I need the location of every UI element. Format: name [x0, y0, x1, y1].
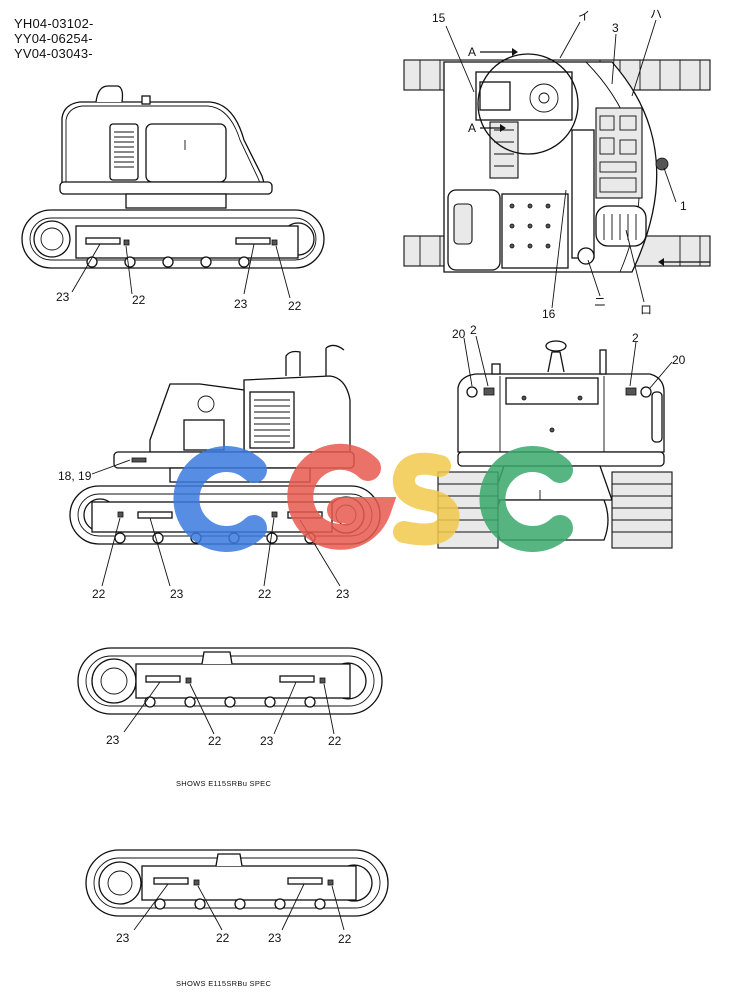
decal-23	[85, 237, 121, 245]
decal-2	[483, 387, 495, 396]
callout-label: 18, 19	[58, 469, 92, 483]
serial-code-block: YH04-03102- YY04-06254- YV04-03043-	[14, 16, 94, 61]
callout-label: 22	[328, 734, 342, 748]
callout-label: 1	[680, 199, 687, 213]
callout-label: A	[468, 121, 476, 135]
decal-22	[117, 511, 124, 518]
vent-grille	[651, 391, 663, 443]
watermark-logo	[173, 443, 573, 552]
decal-20	[466, 386, 478, 398]
serial-code: YV04-03043-	[14, 46, 93, 61]
tank	[595, 205, 647, 247]
callout-label: 22	[258, 587, 272, 601]
callout-label: 23	[336, 587, 350, 601]
vent-grille	[254, 399, 290, 443]
upper-frame	[59, 181, 273, 195]
drive-sprocket	[33, 220, 71, 258]
decal-23	[137, 511, 173, 519]
decal-22	[123, 239, 130, 246]
callout-label: 2	[470, 323, 477, 337]
detail-circle	[477, 53, 579, 155]
callout-label: イ	[578, 9, 590, 23]
callout-label: 2	[632, 331, 639, 345]
callout-label: 22	[216, 931, 230, 945]
callout-label: ニ	[594, 295, 606, 309]
track-rollers	[86, 256, 250, 268]
top-view: 15 イ 3 ハ A A 1 16 ニ ロ	[403, 7, 711, 321]
track-view-a: 23 22 23 22 SHOWS E115SRBu SPEC	[77, 647, 383, 788]
serial-code: YY04-06254-	[14, 31, 93, 46]
exhaust-pipe	[599, 349, 607, 375]
watermark-letter	[392, 452, 460, 546]
callout-label: A	[468, 45, 476, 59]
callout-label: 23	[260, 734, 274, 748]
decal-18-19	[131, 457, 147, 463]
decal-2	[625, 387, 637, 396]
decal-23	[279, 675, 315, 683]
callout-label: 3	[612, 21, 619, 35]
spec-note: SHOWS E115SRBu SPEC	[176, 779, 271, 788]
watermark-letter	[173, 446, 267, 552]
track-right	[611, 471, 673, 549]
decal-20	[640, 386, 652, 398]
side-view-right: 18, 19 22 23 22 23	[58, 344, 381, 601]
side-view-left: 23 22 23 22	[21, 85, 325, 313]
swing-bearing	[125, 193, 227, 209]
decal-23	[145, 675, 181, 683]
callout-label: 23	[170, 587, 184, 601]
decal-22	[271, 511, 278, 518]
side-panel	[249, 391, 295, 449]
decal-22	[319, 677, 326, 684]
rear-view: 20 2 2 20	[437, 323, 686, 549]
serial-code: YH04-03102-	[14, 16, 94, 31]
callout-label: 15	[432, 11, 446, 25]
callout-label: 16	[542, 307, 556, 321]
exhaust-pipe	[285, 350, 301, 376]
drive-sprocket	[91, 658, 137, 704]
callout-label: 23	[234, 297, 248, 311]
decal-22	[193, 879, 200, 886]
beacon	[545, 340, 567, 352]
track-rollers	[154, 898, 326, 910]
drive-sprocket	[98, 861, 142, 905]
side-compartment	[571, 129, 595, 259]
watermark-letter	[287, 443, 397, 550]
callout-label: ハ	[650, 7, 662, 21]
callout-label: 23	[106, 733, 120, 747]
callout-label: 23	[268, 931, 282, 945]
exhaust-pipe	[95, 85, 124, 103]
spec-note: SHOWS E115SRBu SPEC	[176, 979, 271, 988]
track-rollers	[144, 696, 316, 708]
decal-22	[327, 879, 334, 886]
callout-label: 22	[92, 587, 106, 601]
callout-label: 23	[56, 290, 70, 304]
callout-label: 22	[288, 299, 302, 313]
track-view-b: 23 22 23 22 SHOWS E115SRBu SPEC	[85, 849, 389, 988]
decal-23	[235, 237, 271, 245]
callout-label: 20	[452, 327, 466, 341]
decal-23	[153, 877, 189, 885]
callout-label: 22	[132, 293, 146, 307]
beacon	[325, 344, 345, 351]
callout-label: 22	[338, 932, 352, 946]
callout-label: 20	[672, 353, 686, 367]
callout-label: 23	[116, 931, 130, 945]
decal-23	[287, 877, 323, 885]
callout-label: 22	[208, 734, 222, 748]
vent-grille	[114, 131, 134, 168]
boom-cylinder	[489, 121, 519, 179]
callout-label: ロ	[640, 303, 652, 317]
watermark-letter	[479, 446, 573, 552]
cab-window	[145, 123, 227, 183]
decal-22	[185, 677, 192, 684]
valve-block	[595, 107, 643, 199]
seat	[453, 203, 473, 245]
decal-22	[271, 239, 278, 246]
